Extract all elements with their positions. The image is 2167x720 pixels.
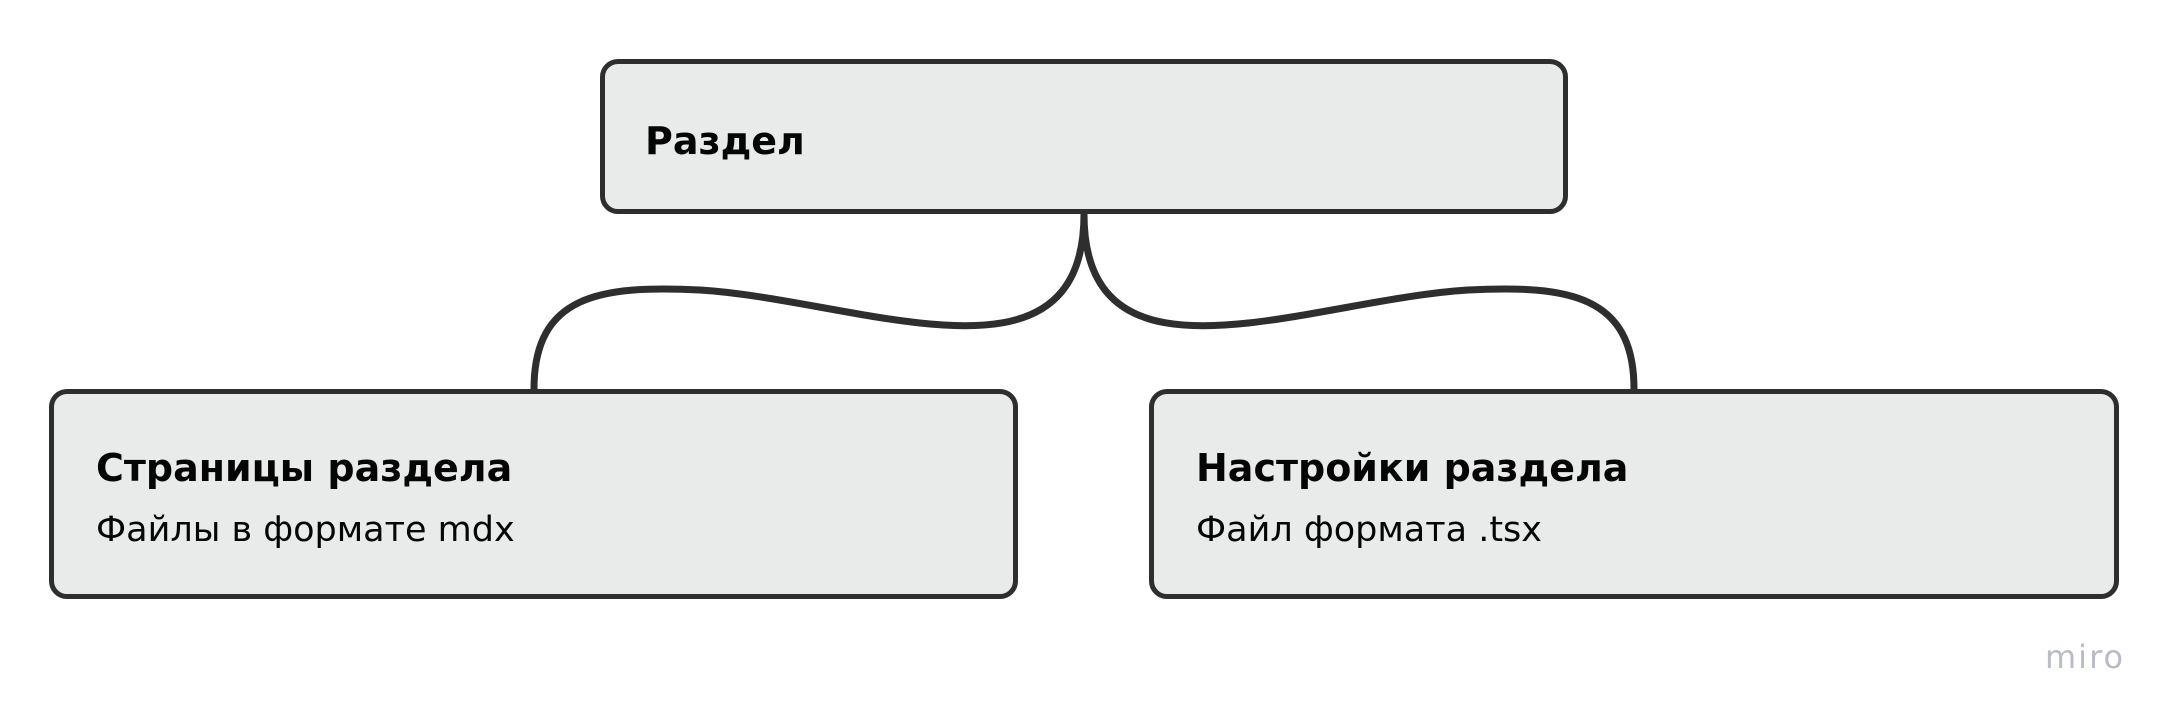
miro-watermark: miro [2045,638,2126,676]
node-section-pages-description: Файлы в формате mdx [96,510,515,550]
connector-root-to-settings [1080,210,1638,393]
node-section-settings[interactable]: Настройки раздела Файл формата .tsx [1149,389,2119,599]
node-section[interactable]: Раздел [600,59,1568,214]
node-section-settings-description: Файл формата .tsx [1196,510,1542,550]
node-section-settings-title: Настройки раздела [1196,446,1629,490]
connector-root-to-pages [530,210,1088,393]
node-section-pages-title: Страницы раздела [96,446,513,490]
node-section-title: Раздел [645,119,805,163]
node-section-pages[interactable]: Страницы раздела Файлы в формате mdx [49,389,1018,599]
